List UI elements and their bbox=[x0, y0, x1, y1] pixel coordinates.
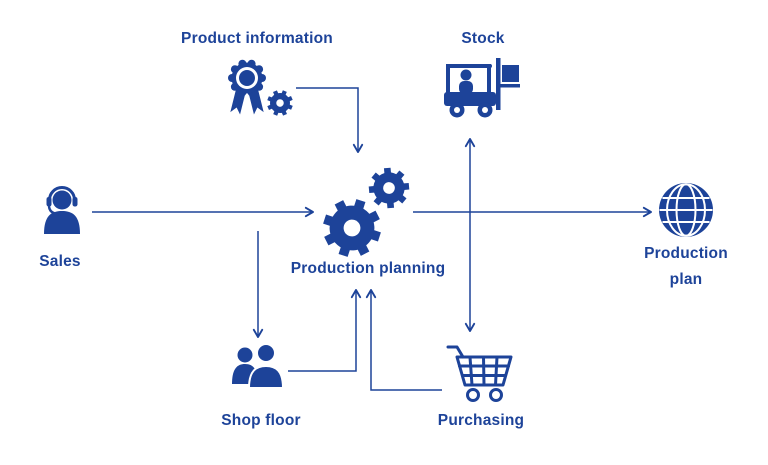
edge-shop-floor-to-production-planning bbox=[288, 289, 362, 372]
certificate-gear-icon bbox=[228, 59, 297, 120]
edge-product-information-to-production-planning bbox=[296, 87, 364, 153]
product-information-label: Product information bbox=[181, 30, 333, 47]
people-icon bbox=[232, 343, 285, 389]
edge-purchasing-to-production-planning bbox=[365, 289, 442, 391]
shop-floor-label: Shop floor bbox=[221, 412, 301, 429]
globe-icon bbox=[659, 183, 713, 237]
shopping-cart-icon bbox=[446, 345, 513, 402]
sales-label: Sales bbox=[39, 253, 81, 270]
purchasing-label: Purchasing bbox=[437, 412, 525, 429]
stock-label: Stock bbox=[461, 30, 505, 47]
support-agent-icon bbox=[44, 185, 80, 234]
forklift-icon bbox=[444, 58, 520, 118]
production-plan-label: Production plan bbox=[644, 245, 728, 288]
gears-icon bbox=[315, 159, 418, 265]
production-planning-label: Production planning bbox=[290, 260, 446, 277]
edge-layer bbox=[92, 87, 652, 391]
